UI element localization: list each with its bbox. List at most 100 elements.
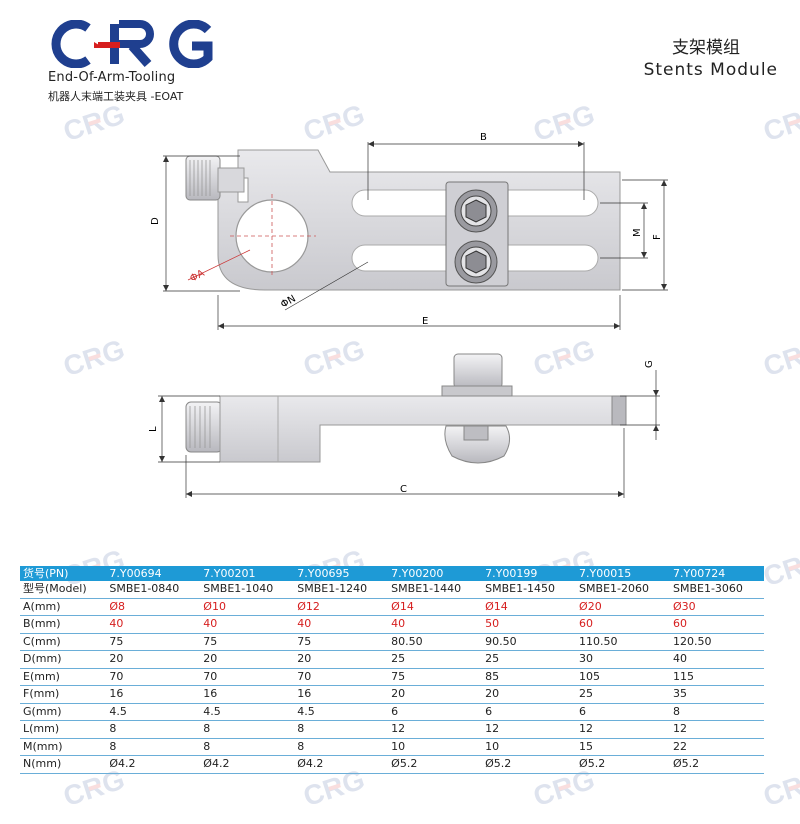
table-cell: 25 bbox=[482, 650, 577, 669]
model-label: 型号(Model) bbox=[20, 581, 107, 599]
table-cell: 40 bbox=[388, 615, 483, 634]
table-cell: 16 bbox=[106, 685, 201, 704]
table-cell: 75 bbox=[388, 668, 483, 686]
table-cell: 75 bbox=[200, 633, 295, 651]
table-cell: 16 bbox=[200, 685, 295, 704]
knurled-screw bbox=[185, 155, 221, 201]
watermark-logo: CRG bbox=[760, 760, 800, 820]
row-label: C(mm) bbox=[20, 633, 107, 651]
table-cell: Ø5.2 bbox=[482, 755, 577, 774]
top-view: B D M F ΦA ΦN E bbox=[150, 132, 668, 330]
table-cell: 8 bbox=[200, 720, 295, 739]
part-number-cell: 7.Y00695 bbox=[294, 566, 389, 581]
part-number-cell: 7.Y00724 bbox=[669, 566, 764, 581]
part-number-cell: 7.Y00201 bbox=[200, 566, 295, 581]
table-cell: 115 bbox=[669, 668, 764, 686]
table-cell: Ø30 bbox=[669, 598, 764, 616]
table-cell: 16 bbox=[294, 685, 389, 704]
brand-tagline: End-Of-Arm-Tooling bbox=[48, 70, 176, 85]
table-cell: 4.5 bbox=[200, 703, 295, 721]
table-cell: Ø5.2 bbox=[576, 755, 670, 774]
table-cell: 6 bbox=[576, 703, 670, 721]
table-cell: Ø14 bbox=[482, 598, 577, 616]
table-cell: 75 bbox=[106, 633, 201, 651]
table-cell: Ø10 bbox=[200, 598, 295, 616]
table-cell: 105 bbox=[576, 668, 670, 686]
table-cell: 25 bbox=[576, 685, 670, 704]
part-number-cell: 7.Y00200 bbox=[388, 566, 483, 581]
dim-label-n: ΦN bbox=[279, 293, 298, 310]
row-label: F(mm) bbox=[20, 685, 107, 704]
svg-text:CRG: CRG bbox=[760, 763, 800, 812]
table-cell: 20 bbox=[482, 685, 577, 704]
table-cell: 30 bbox=[576, 650, 670, 669]
table-cell: 120.50 bbox=[669, 633, 764, 651]
table-cell: Ø8 bbox=[106, 598, 201, 616]
table-cell: 12 bbox=[388, 720, 483, 739]
brand-subtitle: 机器人末端工装夹具 -EOAT bbox=[48, 90, 184, 103]
technical-drawing: B D M F ΦA ΦN E bbox=[148, 132, 668, 498]
table-cell: Ø4.2 bbox=[200, 755, 295, 774]
table-cell: 50 bbox=[482, 615, 577, 634]
table-cell: 85 bbox=[482, 668, 577, 686]
row-label: D(mm) bbox=[20, 650, 107, 669]
table-cell: 8 bbox=[669, 703, 764, 721]
model-cell: SMBE1-1450 bbox=[482, 581, 577, 599]
side-top-screw bbox=[453, 353, 503, 389]
header-label: 货号(PN) bbox=[20, 566, 107, 581]
table-cell: 12 bbox=[482, 720, 577, 739]
table-cell: 80.50 bbox=[388, 633, 483, 651]
part-number-cell: 7.Y00694 bbox=[106, 566, 201, 581]
table-cell: 20 bbox=[294, 650, 389, 669]
table-cell: 70 bbox=[106, 668, 201, 686]
part-number-cell: 7.Y00199 bbox=[482, 566, 577, 581]
table-cell: 8 bbox=[106, 738, 201, 756]
row-label: G(mm) bbox=[20, 703, 107, 721]
brand-logo: End-Of-Arm-Tooling 机器人末端工装夹具 -EOAT bbox=[48, 20, 218, 105]
row-label: B(mm) bbox=[20, 615, 107, 634]
table-cell: 15 bbox=[576, 738, 670, 756]
row-label: N(mm) bbox=[20, 755, 107, 774]
table-cell: Ø5.2 bbox=[388, 755, 483, 774]
model-cell: SMBE1-1240 bbox=[294, 581, 389, 599]
dim-label-m: M bbox=[632, 228, 643, 237]
table-cell: 6 bbox=[388, 703, 483, 721]
dim-label-e: E bbox=[422, 316, 428, 327]
dim-label-d: D bbox=[150, 217, 161, 225]
table-cell: 60 bbox=[669, 615, 764, 634]
table-cell: 40 bbox=[669, 650, 764, 669]
watermark-logo: CRG bbox=[760, 540, 800, 600]
side-bottom-nut bbox=[444, 425, 510, 464]
table-cell: Ø5.2 bbox=[669, 755, 764, 774]
dim-label-g: G bbox=[644, 360, 655, 368]
table-cell: Ø4.2 bbox=[106, 755, 201, 774]
spec-table-body: 货号(PN) 7.Y00694 7.Y00201 7.Y00695 7.Y002… bbox=[20, 566, 764, 774]
dim-label-b: B bbox=[480, 132, 487, 143]
table-cell: 20 bbox=[200, 650, 295, 669]
dim-label-c: C bbox=[400, 484, 407, 495]
table-cell: 35 bbox=[669, 685, 764, 704]
row-label: A(mm) bbox=[20, 598, 107, 616]
model-cell: SMBE1-0840 bbox=[106, 581, 201, 599]
model-cell: SMBE1-2060 bbox=[576, 581, 670, 599]
part-number-cell: 7.Y00015 bbox=[576, 566, 670, 581]
table-cell: 40 bbox=[106, 615, 201, 634]
row-label: L(mm) bbox=[20, 720, 107, 739]
table-cell: 12 bbox=[669, 720, 764, 739]
table-model-row: 型号(Model) SMBE1-0840 SMBE1-1040 SMBE1-12… bbox=[20, 581, 764, 599]
page-title-en: Stents Module bbox=[643, 60, 778, 80]
table-cell: 40 bbox=[200, 615, 295, 634]
table-cell: Ø14 bbox=[388, 598, 483, 616]
table-cell: 8 bbox=[294, 720, 389, 739]
side-bracket bbox=[219, 395, 621, 463]
table-cell: 22 bbox=[669, 738, 764, 756]
table-cell: 12 bbox=[576, 720, 670, 739]
model-cell: SMBE1-1440 bbox=[388, 581, 483, 599]
